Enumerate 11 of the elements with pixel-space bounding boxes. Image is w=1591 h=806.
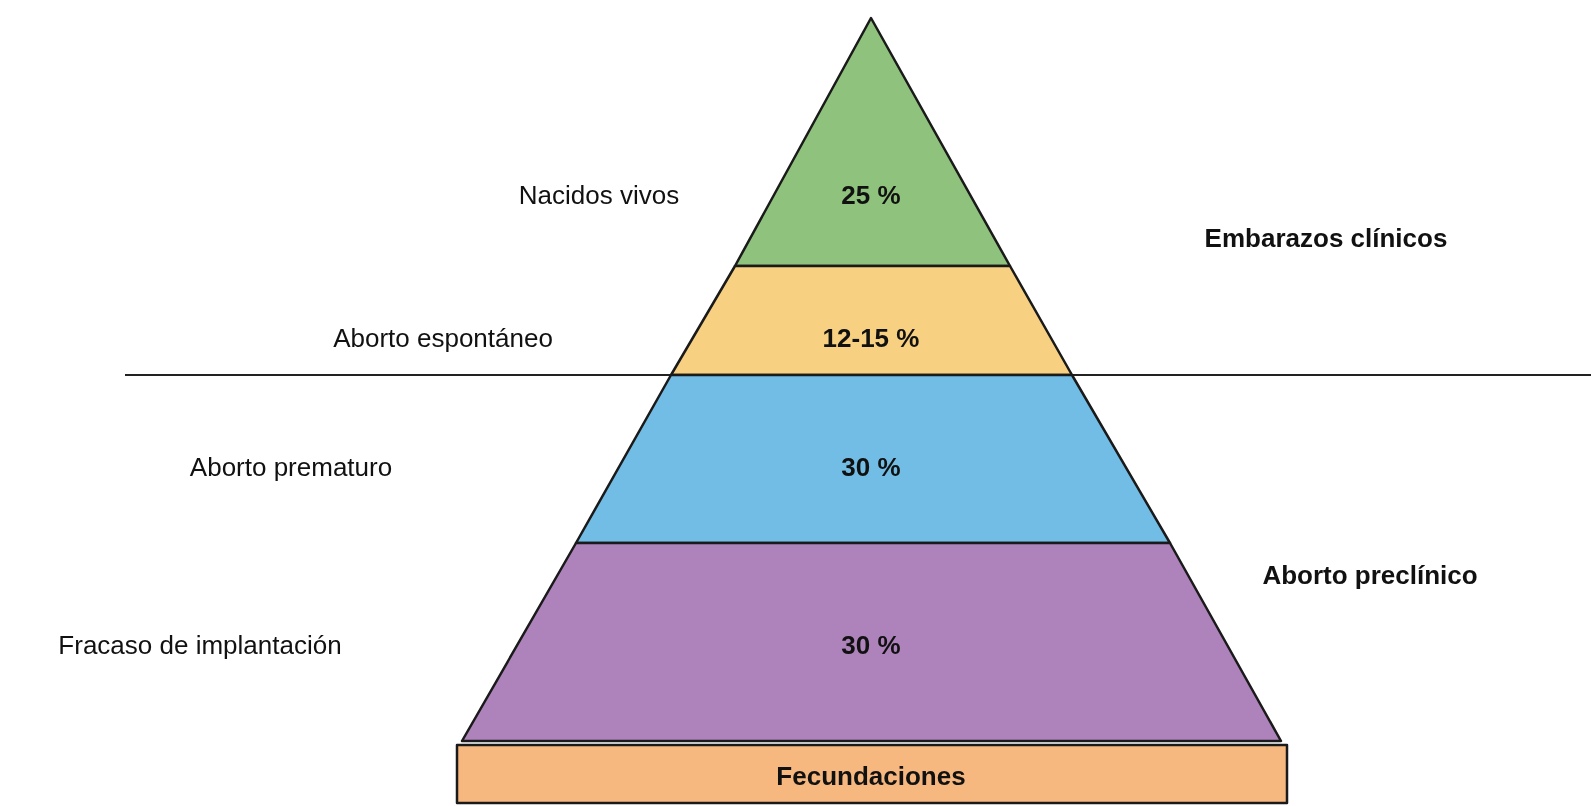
band-label: Aborto prematuro bbox=[189, 451, 393, 483]
section-label: Embarazos clínicos bbox=[1204, 222, 1448, 254]
band-label: Nacidos vivos bbox=[518, 179, 680, 211]
band-label: Fracaso de implantación bbox=[58, 629, 342, 661]
percentage-label: 30 % bbox=[841, 451, 901, 483]
base-label: Fecundaciones bbox=[776, 760, 966, 792]
band-label: Aborto espontáneo bbox=[333, 322, 553, 354]
percentage-label: 30 % bbox=[841, 629, 901, 661]
section-label: Aborto preclínico bbox=[1262, 559, 1478, 591]
percentage-label: 12-15 % bbox=[822, 322, 920, 354]
percentage-label: 25 % bbox=[841, 179, 901, 211]
